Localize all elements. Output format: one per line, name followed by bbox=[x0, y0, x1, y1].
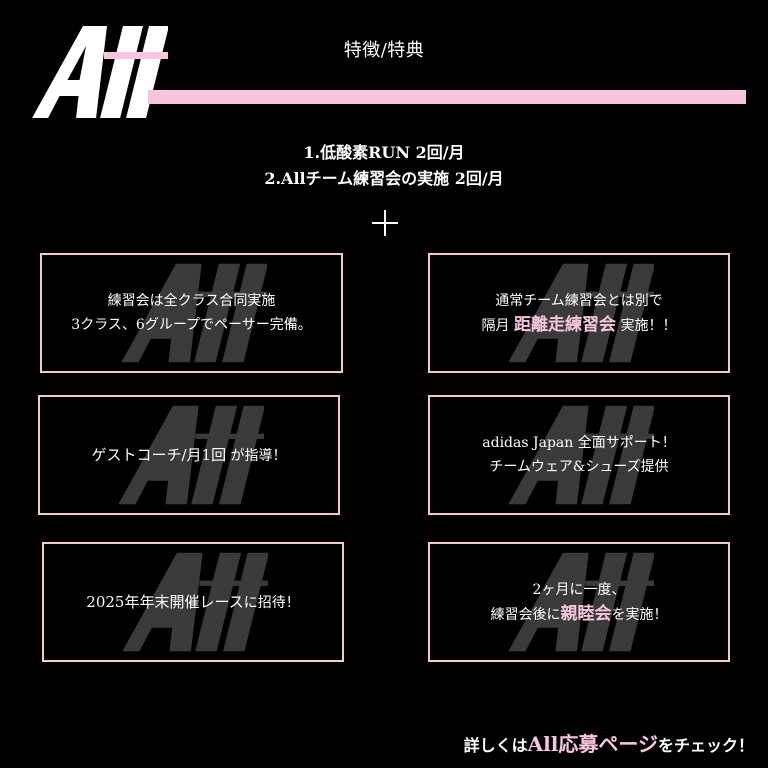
page-title: 特徴/特典 bbox=[343, 40, 425, 61]
application-page-link: All応募ページ bbox=[527, 732, 658, 756]
benefit-card-group-practice: 練習会は全クラス合同実施 3クラス、6グループでペーサー完備。 bbox=[40, 253, 343, 373]
benefit-card-adidas-support: adidas Japan 全面サポート！ チームウェア&シューズ提供 bbox=[428, 395, 730, 515]
plus-icon bbox=[372, 210, 398, 236]
watermark-logo bbox=[120, 263, 267, 363]
card-text: adidas Japan 全面サポート！ チームウェア&シューズ提供 bbox=[482, 435, 676, 475]
feature-item: 1.低酸素RUN 2回/月 bbox=[303, 143, 465, 162]
watermark-logo bbox=[508, 263, 654, 363]
card-text: ゲストコーチ/月1回 が指導！ bbox=[91, 445, 287, 464]
watermark-logo bbox=[508, 552, 654, 652]
watermark-logo bbox=[122, 552, 268, 652]
feature-item: 2.Allチーム練習会の実施 2回/月 bbox=[264, 169, 504, 188]
card-text: 通常チーム練習会とは別で 隔月 距離走練習会 実施！！ bbox=[481, 292, 677, 335]
header-accent-bar bbox=[148, 90, 746, 104]
watermark-logo bbox=[118, 405, 264, 505]
benefit-card-race-invite: 2025年年末開催レースに招待！ bbox=[42, 542, 344, 662]
card-text: 練習会は全クラス合同実施 3クラス、6グループでペーサー完備。 bbox=[71, 293, 312, 333]
card-text: 2ヶ月に一度、 練習会後に親睦会を実施！ bbox=[490, 581, 668, 624]
benefit-card-social-gathering: 2ヶ月に一度、 練習会後に親睦会を実施！ bbox=[428, 542, 730, 662]
benefit-card-guest-coach: ゲストコーチ/月1回 が指導！ bbox=[38, 395, 340, 515]
watermark-logo bbox=[508, 405, 654, 505]
card-text: 2025年年末開催レースに招待！ bbox=[86, 592, 300, 611]
benefit-card-distance-run: 通常チーム練習会とは別で 隔月 距離走練習会 実施！！ bbox=[428, 253, 730, 373]
footer-call-to-action: 詳しくはAll応募ページをチェック！ bbox=[463, 732, 754, 756]
all-logo bbox=[32, 26, 168, 118]
feature-list: 1.低酸素RUN 2回/月 2.Allチーム練習会の実施 2回/月 bbox=[0, 140, 768, 192]
